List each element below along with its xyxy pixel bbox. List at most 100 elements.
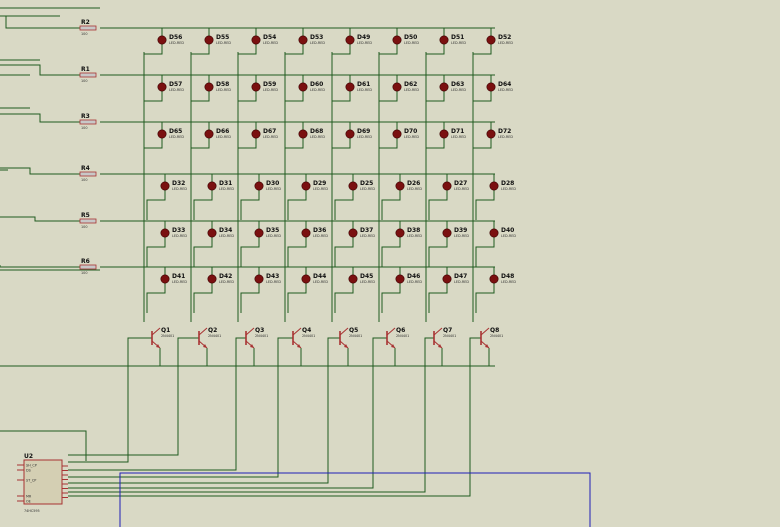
- ic-pin-label: DS: [26, 469, 31, 473]
- led-ref: D40: [501, 227, 514, 234]
- led-part: LED-RED: [263, 41, 278, 45]
- led-cathode-wire: [425, 91, 445, 121]
- ic-pin-label: MR: [26, 495, 32, 499]
- led-ref: D33: [172, 227, 185, 234]
- led-cathode-wire: [284, 138, 304, 168]
- led-body: [348, 181, 358, 191]
- led-part: LED-RED: [360, 234, 375, 238]
- led-body: [254, 274, 264, 284]
- led-cathode-wire: [428, 237, 448, 267]
- led-cathode-wire: [240, 190, 260, 220]
- led-cathode-wire: [381, 190, 401, 220]
- led-part: LED-RED: [219, 234, 234, 238]
- led-ref: D72: [498, 128, 511, 135]
- led-ref: D42: [219, 273, 232, 280]
- led-cathode-wire: [381, 237, 401, 267]
- transistor-ref: Q4: [302, 327, 311, 334]
- resistor-value: 100: [81, 79, 87, 83]
- led-cathode-wire: [143, 138, 163, 168]
- led-body: [204, 129, 214, 139]
- resistor-value: 100: [81, 32, 87, 36]
- led-ref: D67: [263, 128, 276, 135]
- led-body: [254, 228, 264, 238]
- led-part: LED-RED: [357, 88, 372, 92]
- resistor-ref: R4: [81, 165, 90, 172]
- led-ref: D60: [310, 81, 323, 88]
- led-part: LED-RED: [263, 135, 278, 139]
- led-ref: D30: [266, 180, 279, 187]
- led-cathode-wire: [143, 91, 163, 121]
- led-body: [348, 228, 358, 238]
- resistor-ref: R6: [81, 258, 90, 265]
- led-ref: D68: [310, 128, 323, 135]
- led-ref: D58: [216, 81, 229, 88]
- led-body: [489, 274, 499, 284]
- led-body: [301, 228, 311, 238]
- led-part: LED-RED: [451, 41, 466, 45]
- transistor-arrow: [438, 344, 442, 348]
- transistor-collector: [433, 327, 443, 336]
- led-cathode-wire: [381, 283, 401, 313]
- led-part: LED-RED: [172, 280, 187, 284]
- led-body: [348, 274, 358, 284]
- led-cathode-wire: [331, 44, 351, 74]
- transistor-ref: Q6: [396, 327, 405, 334]
- led-cathode-wire: [334, 283, 354, 313]
- transistor-collector: [292, 327, 302, 336]
- led-cathode-wire: [284, 44, 304, 74]
- led-body: [439, 82, 449, 92]
- base-drive-wire: [68, 337, 473, 497]
- led-part: LED-RED: [407, 234, 422, 238]
- led-cathode-wire: [472, 44, 492, 74]
- base-drive-wire: [68, 337, 191, 456]
- transistor-part: 2N4401: [161, 334, 174, 338]
- led-part: LED-RED: [266, 234, 281, 238]
- led-ref: D50: [404, 34, 417, 41]
- led-cathode-wire: [193, 237, 213, 267]
- resistor-ref: R2: [81, 19, 90, 26]
- led-body: [251, 82, 261, 92]
- base-drive-wire: [68, 337, 238, 471]
- led-cathode-wire: [378, 91, 398, 121]
- led-body: [486, 129, 496, 139]
- led-ref: D65: [169, 128, 182, 135]
- led-cathode-wire: [237, 91, 257, 121]
- led-cathode-wire: [287, 190, 307, 220]
- led-ref: D53: [310, 34, 323, 41]
- led-ref: D39: [454, 227, 467, 234]
- led-ref: D70: [404, 128, 417, 135]
- led-cathode-wire: [193, 190, 213, 220]
- led-ref: D26: [407, 180, 420, 187]
- led-part: LED-RED: [169, 135, 184, 139]
- led-part: LED-RED: [216, 41, 231, 45]
- led-part: LED-RED: [360, 280, 375, 284]
- led-body: [251, 35, 261, 45]
- base-drive-wire: [68, 337, 332, 484]
- row-feed-wire: [0, 113, 80, 123]
- ic-part: 74HC595: [24, 509, 40, 513]
- led-cathode-wire: [193, 283, 213, 313]
- resistor-body: [79, 171, 97, 177]
- led-ref: D62: [404, 81, 417, 88]
- led-ref: D28: [501, 180, 514, 187]
- led-cathode-wire: [378, 44, 398, 74]
- resistor-value: 100: [81, 126, 87, 130]
- led-body: [442, 181, 452, 191]
- led-body: [298, 82, 308, 92]
- transistor-collector: [151, 327, 161, 336]
